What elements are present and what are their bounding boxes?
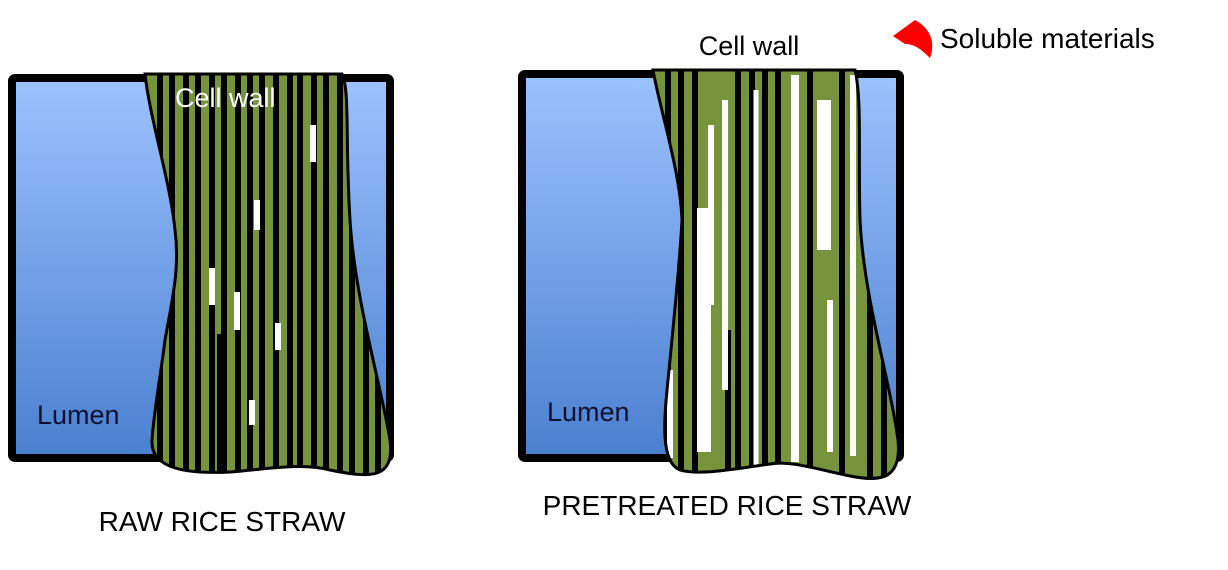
pretreated-caption: PRETREATED RICE STRAW xyxy=(543,490,912,521)
removed-segment xyxy=(234,292,240,330)
raw-panel: Cell wall Lumen RAW RICE STRAW xyxy=(8,72,394,537)
removed-segment xyxy=(817,100,831,250)
fiber-line xyxy=(259,74,265,475)
fiber-line xyxy=(297,74,303,475)
removed-segment xyxy=(722,100,728,390)
fiber-line xyxy=(807,70,813,479)
pretreated-lumen-label: Lumen xyxy=(547,397,630,427)
fiber-line xyxy=(349,74,355,475)
removed-segment xyxy=(275,323,281,350)
removed-segment xyxy=(667,370,673,458)
soluble-materials-legend: Soluble materials xyxy=(893,20,1155,58)
removed-segment xyxy=(697,208,711,452)
fiber-line xyxy=(839,70,845,479)
removed-segment xyxy=(310,125,316,162)
removed-segment xyxy=(791,75,799,462)
fiber-line xyxy=(195,74,201,475)
removed-segment xyxy=(753,90,759,470)
fiber-line xyxy=(247,74,253,475)
removed-segment xyxy=(850,75,856,456)
fiber-line xyxy=(337,74,343,475)
removed-segment xyxy=(249,400,255,425)
fiber-line xyxy=(735,70,741,479)
fiber-line xyxy=(287,74,293,475)
removed-segment xyxy=(708,125,714,305)
fiber-line xyxy=(311,74,317,475)
fiber-line xyxy=(775,70,781,479)
pretreated-cell-wall-label: Cell wall xyxy=(699,31,800,61)
fiber-line xyxy=(762,70,768,479)
removed-segment xyxy=(827,300,833,452)
fiber-line xyxy=(678,70,684,479)
fiber-line xyxy=(217,334,223,475)
fiber-line xyxy=(183,74,189,475)
fiber-line xyxy=(235,74,241,475)
fiber-line xyxy=(725,330,731,479)
removed-segment xyxy=(209,268,215,305)
soluble-materials-arrow-icon xyxy=(893,20,933,58)
fiber-line xyxy=(221,74,227,475)
fiber-line xyxy=(692,70,698,479)
fiber-line xyxy=(323,74,329,475)
fiber-line xyxy=(749,70,755,479)
raw-lumen-label: Lumen xyxy=(37,400,120,430)
pretreated-panel: Cell wall Lumen PRETREATED RICE STRAW xyxy=(518,31,912,521)
removed-segment xyxy=(254,200,260,230)
fiber-line xyxy=(273,74,279,475)
raw-caption: RAW RICE STRAW xyxy=(99,506,346,537)
soluble-materials-label: Soluble materials xyxy=(940,23,1155,54)
raw-cell-wall-label: Cell wall xyxy=(175,83,276,113)
